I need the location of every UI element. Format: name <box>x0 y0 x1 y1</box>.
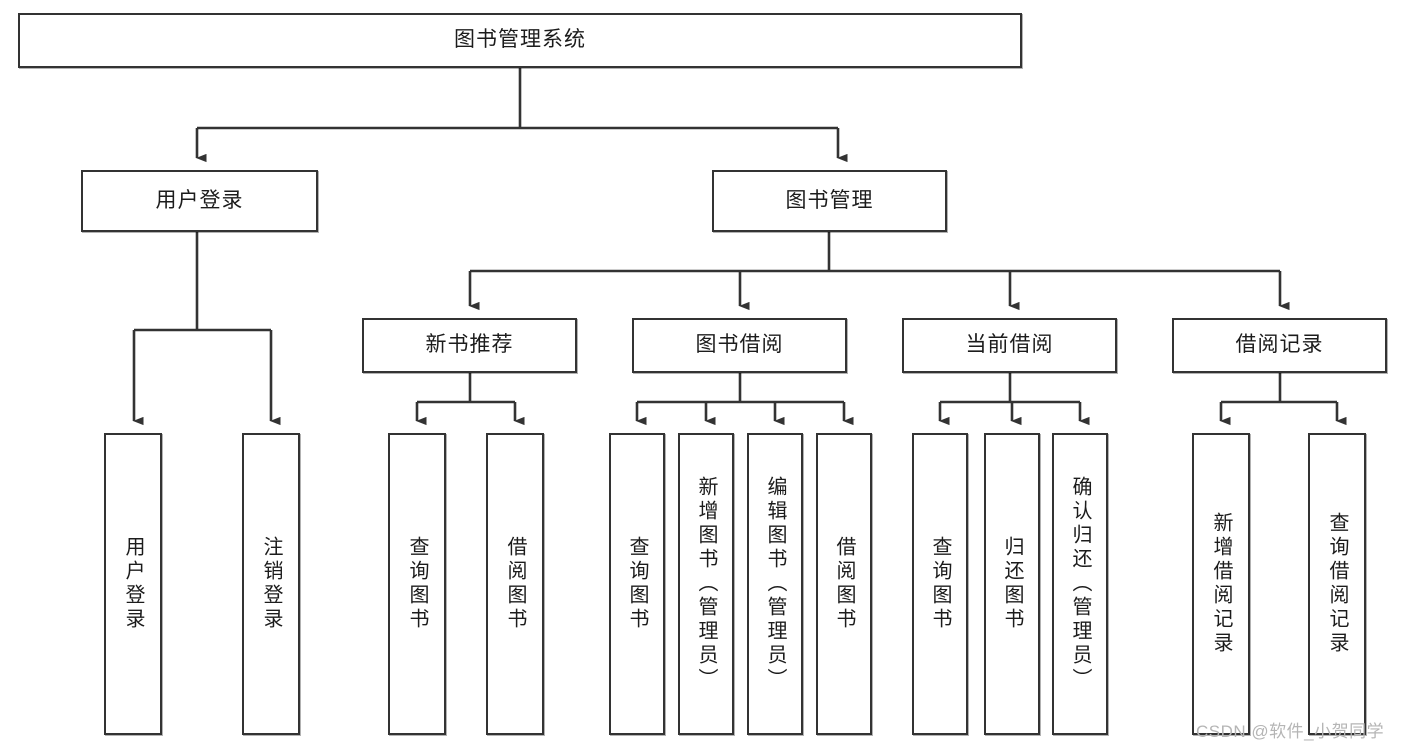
node-book-borrow-label: 图书借阅 <box>695 333 784 357</box>
node-new-book-recommend[interactable]: 新书推荐 <box>362 318 577 373</box>
node-root[interactable]: 图书管理系统 <box>18 13 1022 68</box>
node-user-login-label: 用户登录 <box>155 188 244 212</box>
node-leaf-return-book-label: 归还图书 <box>1001 536 1023 632</box>
node-leaf-borrow-book-1[interactable]: 借阅图书 <box>486 433 544 735</box>
node-leaf-add-borrow-record-label: 新增借阅记录 <box>1210 512 1232 656</box>
node-leaf-edit-book-admin-label: 编辑图书（管理员） <box>764 476 786 692</box>
node-leaf-borrow-book-2[interactable]: 借阅图书 <box>816 433 872 735</box>
node-current-borrow-label: 当前借阅 <box>965 333 1054 357</box>
node-leaf-query-borrow-record[interactable]: 查询借阅记录 <box>1308 433 1366 735</box>
node-user-login[interactable]: 用户登录 <box>81 170 318 232</box>
node-leaf-query-book-1-label: 查询图书 <box>406 536 428 632</box>
node-leaf-return-book[interactable]: 归还图书 <box>984 433 1040 735</box>
node-leaf-user-login[interactable]: 用户登录 <box>104 433 162 735</box>
node-leaf-query-book-1[interactable]: 查询图书 <box>388 433 446 735</box>
node-borrow-record[interactable]: 借阅记录 <box>1172 318 1387 373</box>
node-leaf-add-book-admin[interactable]: 新增图书（管理员） <box>678 433 734 735</box>
node-root-label: 图书管理系统 <box>454 28 586 52</box>
node-leaf-add-book-admin-label: 新增图书（管理员） <box>695 476 717 692</box>
node-current-borrow[interactable]: 当前借阅 <box>902 318 1117 373</box>
node-leaf-borrow-book-2-label: 借阅图书 <box>833 536 855 632</box>
node-leaf-edit-book-admin[interactable]: 编辑图书（管理员） <box>747 433 803 735</box>
node-leaf-confirm-return[interactable]: 确认归还（管理员） <box>1052 433 1108 735</box>
node-leaf-user-logout-label: 注销登录 <box>260 536 282 632</box>
node-leaf-user-logout[interactable]: 注销登录 <box>242 433 300 735</box>
node-leaf-query-book-2-label: 查询图书 <box>626 536 648 632</box>
node-borrow-record-label: 借阅记录 <box>1235 333 1324 357</box>
node-book-borrow[interactable]: 图书借阅 <box>632 318 847 373</box>
node-book-manage[interactable]: 图书管理 <box>712 170 947 232</box>
node-leaf-query-borrow-record-label: 查询借阅记录 <box>1326 512 1348 656</box>
node-leaf-query-book-3[interactable]: 查询图书 <box>912 433 968 735</box>
node-leaf-query-book-2[interactable]: 查询图书 <box>609 433 665 735</box>
node-leaf-query-book-3-label: 查询图书 <box>929 536 951 632</box>
node-leaf-add-borrow-record[interactable]: 新增借阅记录 <box>1192 433 1250 735</box>
node-leaf-confirm-return-label: 确认归还（管理员） <box>1069 476 1091 692</box>
node-book-manage-label: 图书管理 <box>785 188 874 212</box>
node-new-book-recommend-label: 新书推荐 <box>425 333 514 357</box>
csdn-watermark: CSDN @软件_小贺同学 <box>1196 722 1385 741</box>
node-leaf-borrow-book-1-label: 借阅图书 <box>504 536 526 632</box>
node-leaf-user-login-label: 用户登录 <box>122 536 144 632</box>
